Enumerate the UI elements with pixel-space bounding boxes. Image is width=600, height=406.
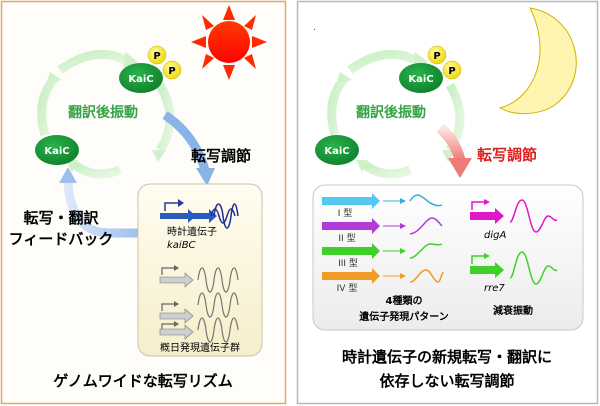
clock-gene-label: 時計遺伝子 xyxy=(167,225,217,238)
right-transcription-label: 転写調節 xyxy=(477,146,537,164)
phosphate-icon xyxy=(442,60,462,80)
transcription-regulation-arrowhead xyxy=(196,168,215,186)
kaic-top-label: KaiC xyxy=(128,74,153,85)
type4-label: IV 型 xyxy=(337,283,358,294)
right-transcription-arrow xyxy=(436,123,466,162)
right-caption-line1: 時計遺伝子の新規転写・翻訳に xyxy=(342,348,552,366)
output-expression-wave xyxy=(197,267,239,293)
feedback-arrow xyxy=(63,179,160,238)
damped-oscillation-label: 減衰振動 xyxy=(493,304,533,317)
type1-gene-icon xyxy=(322,193,443,209)
right-post-translational-label: 翻訳後振動 xyxy=(356,104,426,121)
output-gene-icon xyxy=(159,265,194,288)
phosphate-label: P xyxy=(433,51,440,62)
rre7-gene-icon xyxy=(470,251,558,285)
kaic-phosphorylated-icon xyxy=(399,63,443,93)
right-caption-line2: 依存しない転写調節 xyxy=(379,372,514,390)
rre7-gene-label: rre7 xyxy=(484,283,505,294)
left-caption: ゲノムワイドな転写リズム xyxy=(53,372,233,390)
left-post-translational-label: 翻訳後振動 xyxy=(68,104,138,121)
type1-label: I 型 xyxy=(338,208,353,219)
feedback-arrowhead xyxy=(59,167,77,183)
type2-gene-icon xyxy=(322,217,443,235)
phosphate-label: P xyxy=(168,66,175,77)
kaic-dephosphorylated-icon xyxy=(35,135,79,165)
kaic-left-label: KaiC xyxy=(44,146,69,157)
diga-gene-icon xyxy=(470,199,558,233)
type2-label: II 型 xyxy=(338,233,355,244)
diga-gene-label: digA xyxy=(484,230,506,241)
output-genes-label: 概日発現遺伝子群 xyxy=(160,341,240,354)
cycle-arrowhead xyxy=(356,160,368,172)
kaic-top-label: KaiC xyxy=(408,74,433,85)
cycle-arrowhead xyxy=(66,160,78,172)
output-gene-icon xyxy=(159,321,194,340)
feedback-label-line1: 転写・翻訳 xyxy=(23,209,99,227)
kaibc-gene-label: kaiBC xyxy=(167,240,196,251)
phosphate-label: P xyxy=(153,51,160,62)
type3-label: III 型 xyxy=(338,258,358,269)
type4-gene-icon xyxy=(322,268,444,284)
phosphate-label: P xyxy=(448,66,455,77)
left-transcription-label: 転写調節 xyxy=(191,147,251,165)
transcription-regulation-arrow xyxy=(162,111,210,172)
cycle-arrowhead xyxy=(152,150,166,162)
sun-icon xyxy=(191,5,267,80)
output-expression-wave xyxy=(197,317,239,343)
kaic-phosphorylated-icon xyxy=(119,63,163,93)
output-gene-icon xyxy=(159,301,194,324)
cycle-arrowhead xyxy=(123,52,138,69)
cycle-arrowhead xyxy=(46,72,62,84)
type3-gene-icon xyxy=(322,243,443,259)
phosphate-icon xyxy=(427,45,447,65)
right-transcription-arrowhead xyxy=(448,158,472,178)
phosphate-icon xyxy=(147,45,167,65)
kaic-dephosphorylated-icon xyxy=(315,135,359,165)
pattern-label-line2: 遺伝子発現パターン xyxy=(358,310,449,323)
kaic-left-label: KaiC xyxy=(324,146,349,157)
pattern-box xyxy=(312,184,584,331)
kaibc-expression-wave xyxy=(213,203,239,229)
output-expression-wave xyxy=(197,292,239,318)
feedback-label-line2: フィードバック xyxy=(9,230,114,248)
pattern-label-line1: 4種類の xyxy=(386,294,423,307)
moon-icon xyxy=(498,7,577,114)
phosphate-icon xyxy=(162,60,182,80)
cycle-arrowhead xyxy=(336,72,352,84)
stray-dot: . xyxy=(313,22,316,33)
